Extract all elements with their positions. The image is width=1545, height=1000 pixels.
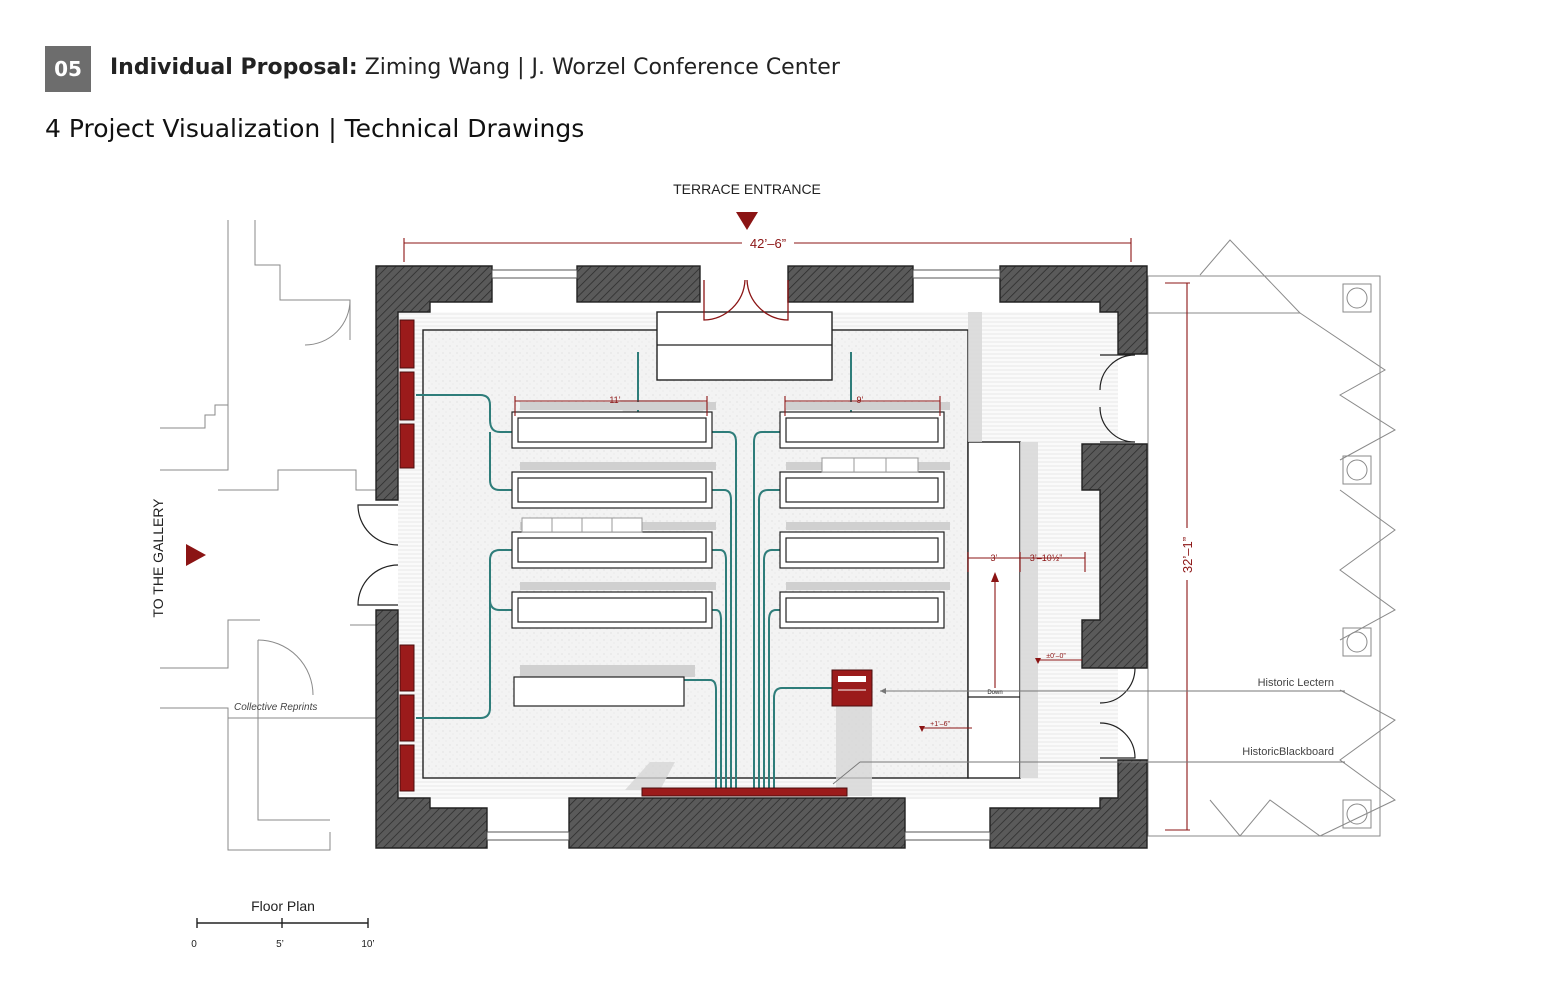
stage-dim-3ft: 3’ xyxy=(990,553,997,563)
niche-alcove xyxy=(656,311,833,381)
level-marker-0 xyxy=(1035,658,1041,664)
stage-area xyxy=(967,441,1021,779)
title-bold: Individual Proposal: xyxy=(110,55,358,80)
terrace-entrance-label: TERRACE ENTRANCE xyxy=(673,181,821,197)
to-gallery-label: TO THE GALLERY xyxy=(150,498,166,618)
width-dimension-text-bg xyxy=(742,235,794,251)
historic-lectern-label: Historic Lectern xyxy=(1258,677,1334,689)
stage-dim-3ft10: 3’–10½” xyxy=(1030,553,1063,563)
section-number-badge: 05 xyxy=(45,46,91,92)
page-title: Individual Proposal: Ziming Wang | J. Wo… xyxy=(110,55,840,80)
page-subtitle: 4 Project Visualization | Technical Draw… xyxy=(45,114,585,143)
window-openings xyxy=(486,269,1001,841)
table-dim-left: 11’ xyxy=(609,395,620,405)
historic-blackboard-label: HistoricBlackboard xyxy=(1242,746,1334,758)
width-dimension: 42’–6” xyxy=(750,236,786,251)
level-label-0: ±0’–0” xyxy=(1046,653,1066,660)
scale-bar xyxy=(196,918,369,928)
lectern-leader-arrow xyxy=(880,688,886,694)
floor-plan-caption: Floor Plan xyxy=(251,898,315,914)
historic-blackboard xyxy=(641,787,848,797)
leader-lines xyxy=(832,690,1345,785)
collective-reprints-label: Collective Reprints xyxy=(234,702,317,713)
level-label-1: +1’–6” xyxy=(930,721,950,728)
red-display-panels xyxy=(399,319,415,792)
scale-label-10: 10’ xyxy=(361,939,374,950)
historic-lectern xyxy=(831,669,873,707)
table-dim-right: 9’ xyxy=(856,395,863,405)
scale-label-0: 0 xyxy=(191,939,197,950)
height-dimension-text-bg xyxy=(1179,528,1195,580)
cable-routing xyxy=(416,352,852,790)
height-dimension: 32’–1” xyxy=(1180,537,1195,573)
title-rest: Ziming Wang | J. Worzel Conference Cente… xyxy=(357,55,840,80)
down-arrow-head xyxy=(991,572,999,582)
terrace-entrance-arrow xyxy=(736,212,758,230)
chairs xyxy=(521,457,919,533)
adjacent-building-outline xyxy=(160,220,397,851)
terrace-entrance-door xyxy=(703,279,789,321)
terrace-outline-right xyxy=(1147,239,1396,837)
scale-label-5: 5’ xyxy=(276,939,284,950)
level-marker-1 xyxy=(919,726,925,732)
down-label: Down xyxy=(987,690,1002,696)
conference-tables xyxy=(511,411,945,707)
gallery-entrance-arrow xyxy=(186,544,206,566)
